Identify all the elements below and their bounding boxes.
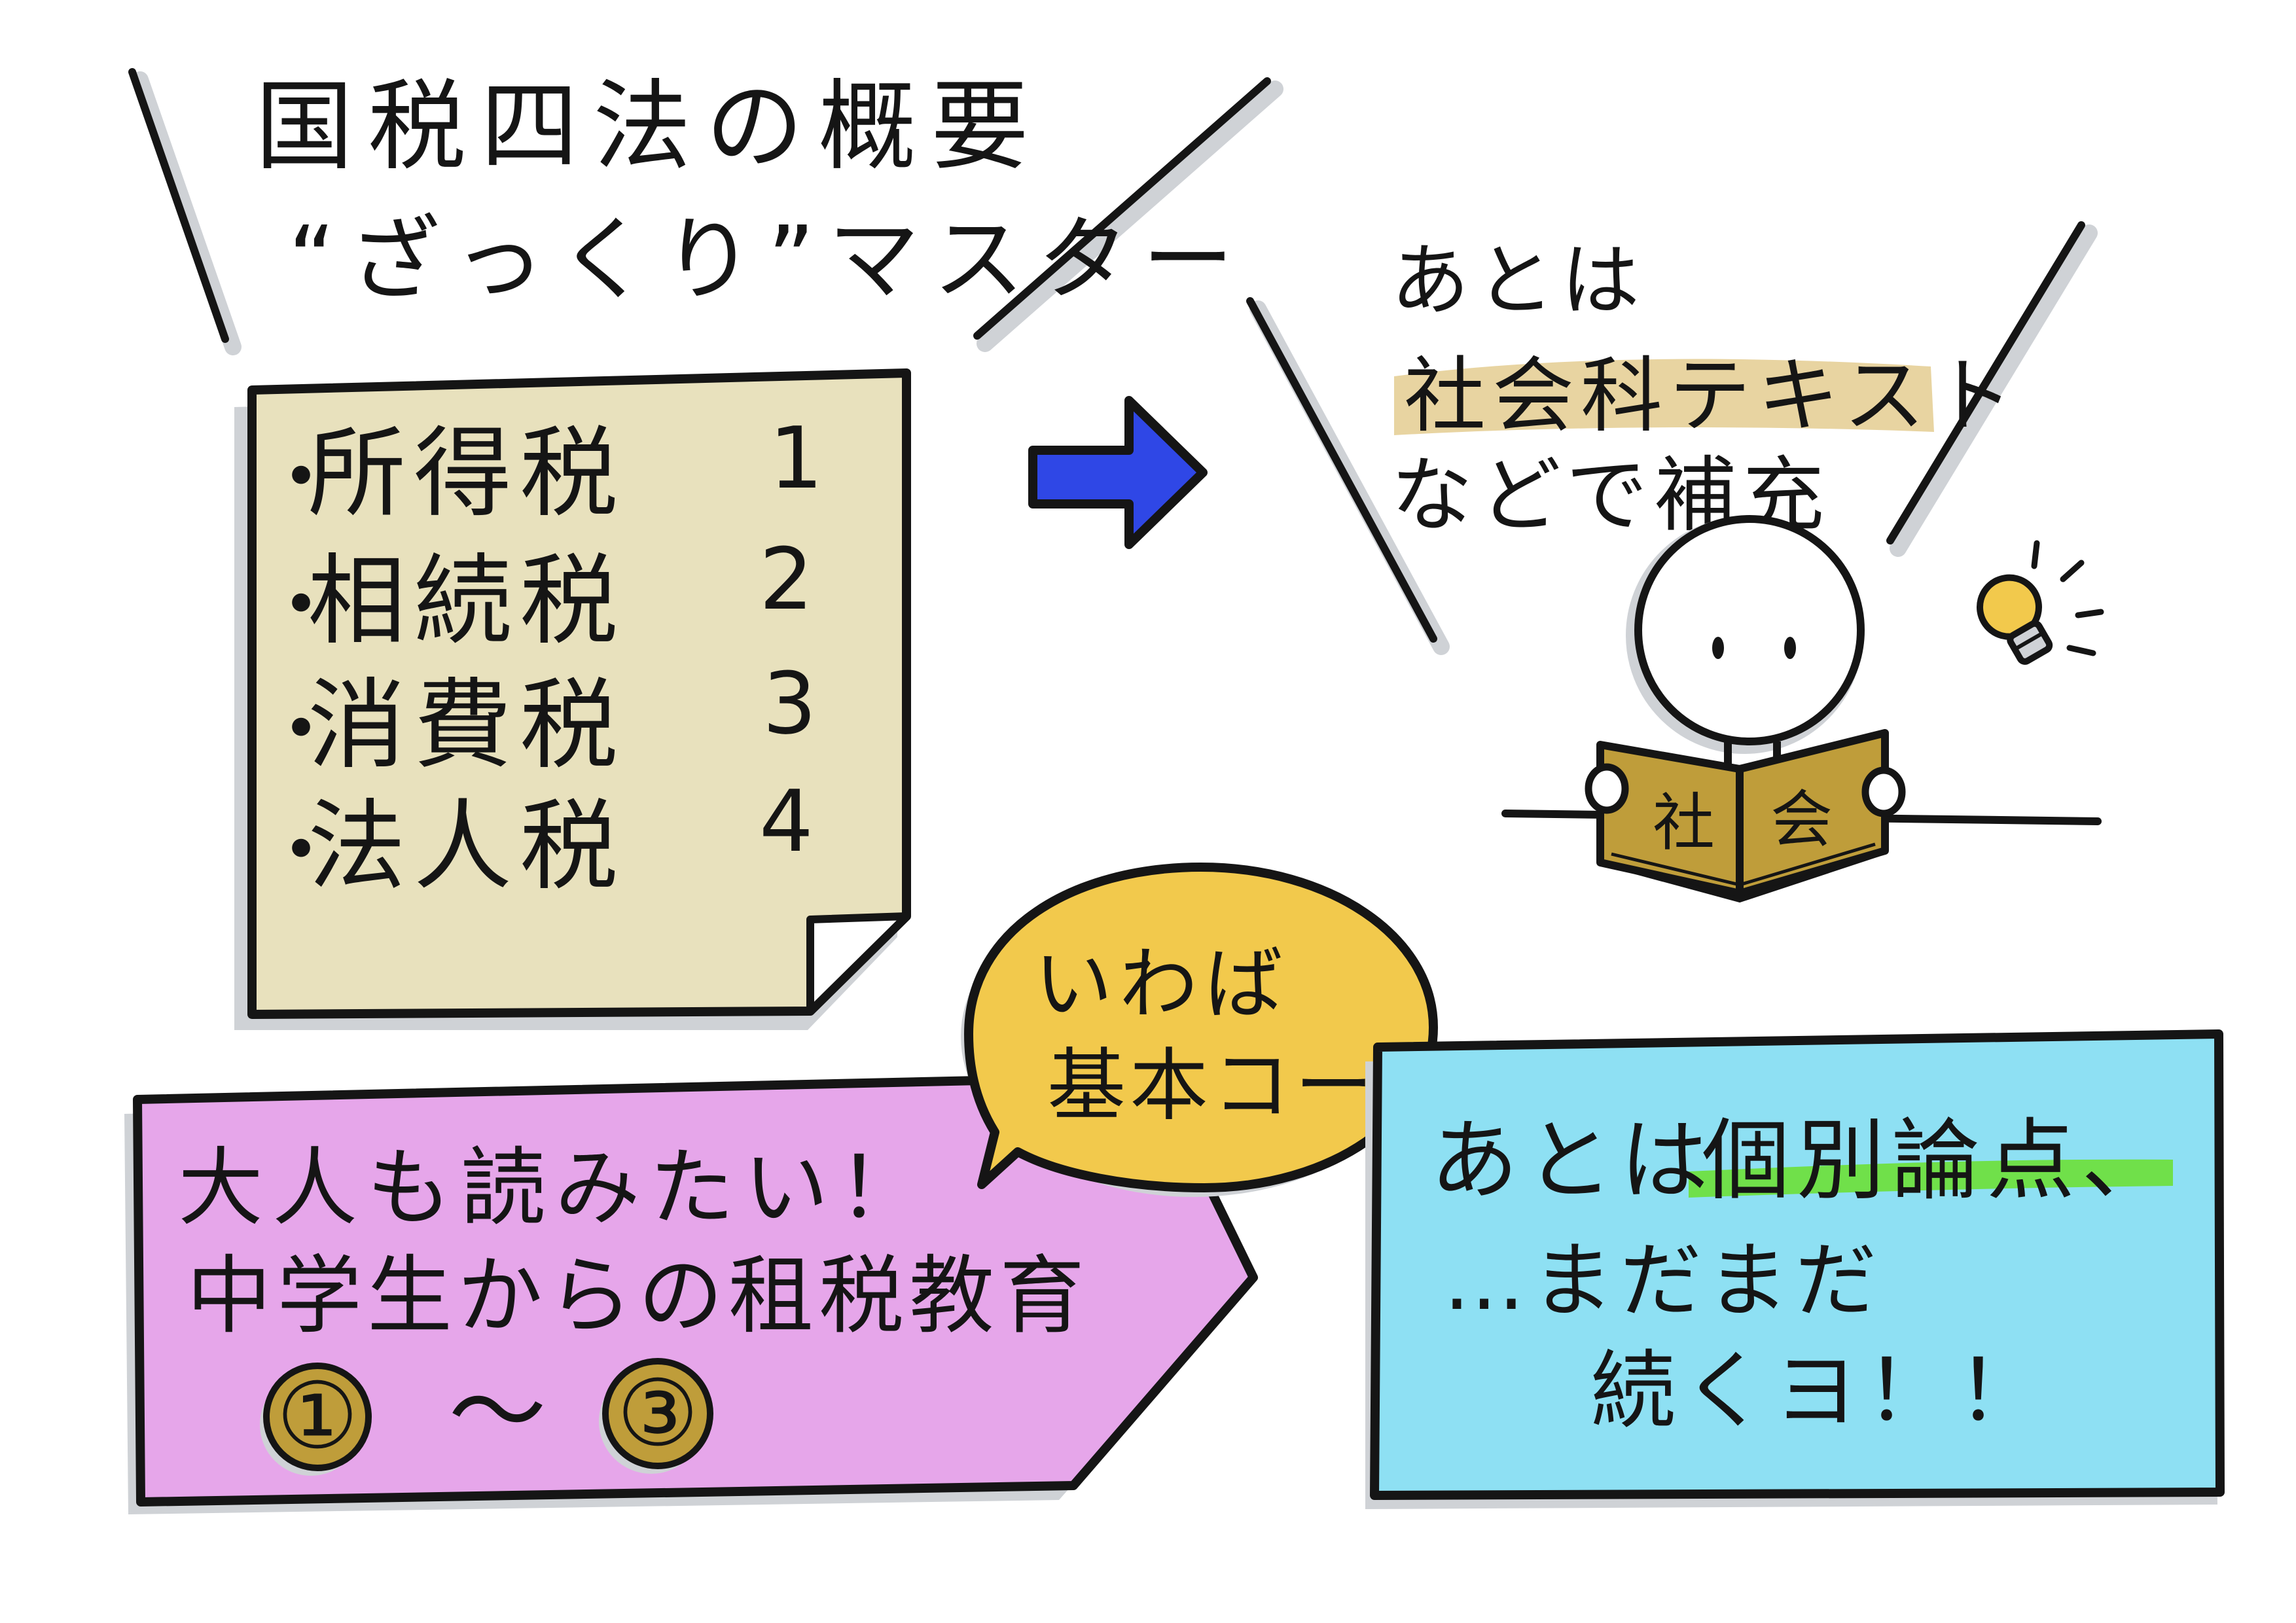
range-end: ③ <box>617 1361 699 1467</box>
tax-name: 消費税 <box>308 669 626 783</box>
figure-rays <box>1246 221 2098 655</box>
blue-panel: あとは 個別論点、 …まだまだ 続くヨ！！ <box>1365 1029 2225 1509</box>
title-rays <box>128 68 1283 355</box>
tax-bullet: ・ <box>259 428 344 527</box>
tax-name: 所得税 <box>308 417 626 531</box>
tax-number: 3 <box>762 654 817 753</box>
tax-number: 4 <box>759 772 814 871</box>
pink-panel-line-1: 大人も読みたい！ <box>178 1138 932 1238</box>
range-start: ① <box>276 1363 359 1470</box>
title-line-2: “ざっくり”マスター <box>288 207 1247 313</box>
tax-list-item: ・ 所得税 1 <box>259 408 823 531</box>
book-right-page-label: 会 <box>1770 784 1833 856</box>
title-line-1: 国税四法の概要 <box>255 70 1043 184</box>
speech-bubble: いわば 基本コース <box>961 863 1452 1197</box>
tax-name: 法人税 <box>308 790 626 904</box>
tax-list-item: ・ 法人税 4 <box>259 772 814 904</box>
blue-panel-line-1-highlight: 個別論点、 <box>1702 1109 2176 1212</box>
pink-panel: 大人も読みたい！ 中学生からの租税教育 ① 〜 ③ <box>124 1072 1258 1514</box>
speech-bubble-line-1: いわば <box>1034 939 1289 1030</box>
arrow-right-icon <box>1028 396 1208 549</box>
blue-panel-line-2: …まだまだ <box>1443 1234 1884 1329</box>
tax-number: 2 <box>759 529 814 629</box>
note-folded-corner <box>806 912 910 1015</box>
pink-panel-line-2: 中学生からの租税教育 <box>187 1246 1090 1346</box>
blue-panel-line-1-prefix: あとは <box>1430 1109 1715 1212</box>
range-tilde: 〜 <box>448 1356 547 1470</box>
tax-number: 1 <box>769 408 823 508</box>
circled-number-one <box>260 1363 372 1476</box>
tax-list: ・ 所得税 1 ・ 相続税 2 ・ 消費税 3 ・ 法人税 4 <box>259 408 823 904</box>
tax-list-item: ・ 相続税 2 <box>259 529 814 658</box>
blue-panel-line-3: 続くヨ！！ <box>1590 1341 2049 1440</box>
tax-list-item: ・ 消費税 3 <box>259 654 817 783</box>
tax-bullet: ・ <box>259 801 344 901</box>
tax-list-note <box>234 368 911 1030</box>
supplement-line-2: 社会科テキスト <box>1404 349 2020 444</box>
tax-bullet: ・ <box>259 556 344 655</box>
lightbulb-icon <box>1977 574 2053 665</box>
highlight-tan <box>1394 359 1934 435</box>
lightbulb-glow-lines <box>2031 540 2104 656</box>
tax-bullet: ・ <box>259 680 344 779</box>
open-book-icon: 社 会 <box>1585 729 1906 903</box>
circled-number-three <box>599 1358 713 1474</box>
book-left-page-label: 社 <box>1653 787 1715 859</box>
tax-name: 相続税 <box>308 544 626 658</box>
supplement-line-1: あとは <box>1391 236 1646 327</box>
stick-figure-icon <box>1501 515 2102 825</box>
highlight-green <box>1689 1159 2173 1198</box>
